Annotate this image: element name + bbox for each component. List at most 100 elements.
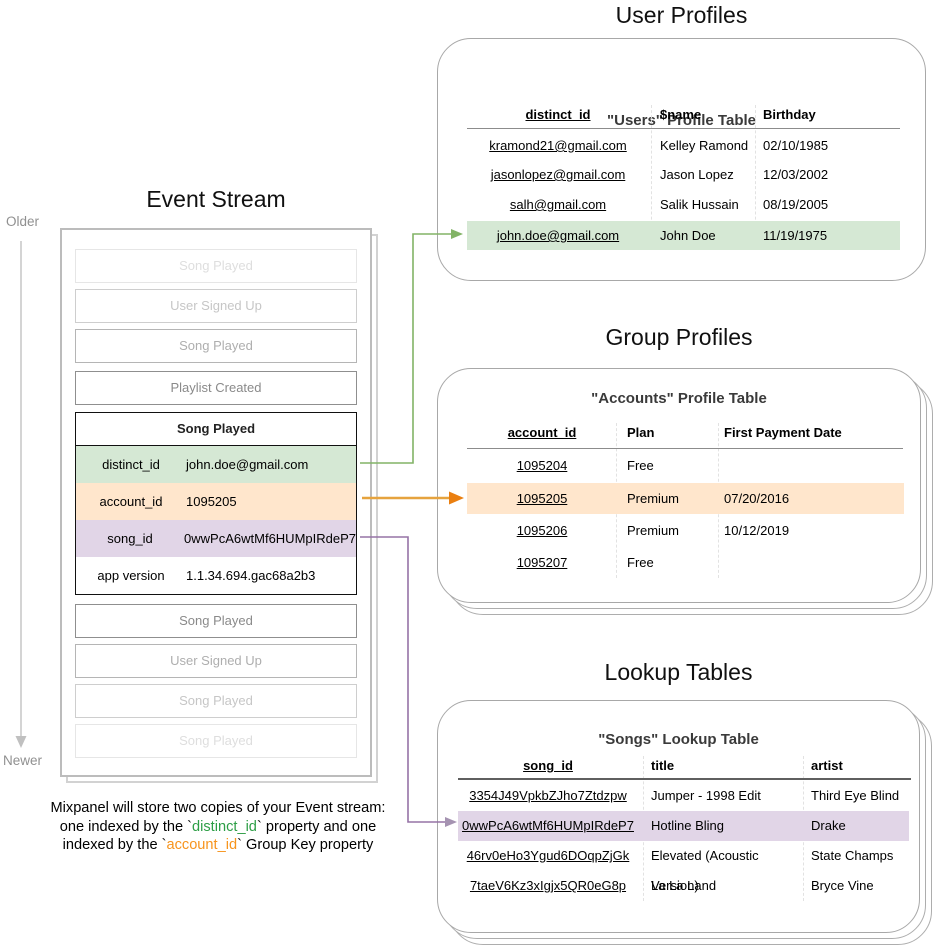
field-value: 0wwPcA6wtMf6HUMpIRdeP7 — [184, 531, 356, 546]
songs-col-song-id: song_id — [523, 758, 573, 773]
users-birthday-cell: 11/19/1975 — [763, 228, 828, 243]
accounts-date-cell: 07/20/2016 — [724, 491, 790, 506]
accounts-col-account-id: account_id — [507, 425, 577, 440]
users-col-birthday: Birthday — [763, 107, 816, 122]
accounts-date-cell: 10/12/2019 — [724, 523, 790, 538]
songs-col-artist: artist — [811, 758, 843, 773]
users-name-cell: Salik Hussain — [660, 197, 739, 212]
table-row: salh@gmail.com Salik Hussain 08/19/2005 — [438, 190, 925, 219]
songs-title-cell: Elevated (Acoustic Version) — [651, 848, 759, 893]
caption-account-id: account_id — [166, 837, 238, 854]
event-box: User Signed Up — [75, 644, 357, 678]
users-birthday-cell: 12/03/2002 — [763, 167, 829, 182]
users-name-cell: Kelley Ramond — [660, 138, 749, 153]
column-divider — [651, 105, 652, 250]
caption-line1: Mixpanel will store two copies of your E… — [50, 800, 386, 816]
older-label: Older — [6, 214, 40, 229]
header-underline — [458, 778, 911, 780]
event-box: Song Played — [75, 604, 357, 638]
event-stream-container: Song Played User Signed Up Song Played P… — [60, 228, 372, 777]
accounts-plan-cell: Free — [627, 458, 654, 473]
accounts-plan-cell: Premium — [627, 491, 680, 506]
users-name-cell: Jason Lopez — [660, 167, 734, 182]
songs-id-cell: 7taeV6Kz3xIgjx5QR0eG8p — [469, 878, 627, 893]
songs-id-cell: 3354J49VpkbZJho7Ztdzpw — [469, 788, 627, 803]
header-underline — [467, 128, 900, 129]
accounts-id-cell: 1095206 — [516, 523, 568, 538]
songs-id-cell: 0wwPcA6wtMf6HUMpIRdeP7 — [462, 818, 634, 833]
table-row: 1095206 Premium 10/12/2019 — [438, 515, 920, 547]
users-card-title: "Users" Profile Table — [607, 112, 756, 129]
field-value: 1.1.34.694.gac68a2b3 — [186, 568, 316, 583]
field-key: song_id — [107, 531, 153, 546]
table-row: 46rv0eHo3Ygud6DOqpZjGk Elevated (Acousti… — [438, 841, 919, 893]
field-key: distinct_id — [102, 457, 160, 472]
accounts-plan-cell: Free — [627, 555, 654, 570]
accounts-highlight-row — [467, 483, 904, 514]
table-row: 7taeV6Kz3xIgjx5QR0eG8p La La Land Bryce … — [438, 871, 919, 901]
users-distinct-id-cell: jasonlopez@gmail.com — [490, 167, 626, 182]
users-distinct-id-cell: john.doe@gmail.com — [496, 228, 620, 243]
event-stream-title: Event Stream — [146, 186, 286, 212]
table-row: 1095204 Free — [438, 450, 920, 482]
accounts-plan-cell: Premium — [627, 523, 680, 538]
users-highlight-row — [467, 221, 900, 250]
user-profiles-title: User Profiles — [615, 2, 748, 28]
caption-line2-pre: one indexed by the ` — [59, 818, 193, 835]
newer-label: Newer — [3, 753, 43, 768]
users-name-cell: John Doe — [660, 228, 716, 243]
event-box: Song Played — [75, 249, 357, 283]
table-row-highlighted: 0wwPcA6wtMf6HUMpIRdeP7 Hotline Bling Dra… — [438, 811, 919, 841]
table-row-highlighted: 1095205 Premium 07/20/2016 — [438, 483, 920, 514]
table-row: jasonlopez@gmail.com Jason Lopez 12/03/2… — [438, 160, 925, 189]
caption-distinct-id: distinct_id — [192, 818, 257, 835]
event-box: User Signed Up — [75, 289, 357, 323]
column-divider — [755, 105, 756, 250]
header-underline — [467, 448, 903, 449]
accounts-col-first-payment: First Payment Date — [724, 425, 842, 440]
caption-line3-pre: indexed by the ` — [62, 837, 167, 854]
event-field-app-version: app version 1.1.34.694.gac68a2b3 — [76, 557, 356, 594]
event-field-account-id: account_id 1095205 — [76, 483, 356, 520]
table-row-highlighted: john.doe@gmail.com John Doe 11/19/1975 — [438, 221, 925, 250]
songs-artist-cell: Bryce Vine — [811, 878, 874, 893]
users-distinct-id-cell: salh@gmail.com — [509, 197, 607, 212]
songs-lookup-card: "Songs" Lookup Table song_id title artis… — [437, 700, 920, 933]
songs-artist-cell: Third Eye Blind — [811, 788, 900, 803]
stream-caption: Mixpanel will store two copies of your E… — [25, 799, 411, 855]
table-row: 1095207 Free — [438, 547, 920, 579]
table-row: 3354J49VpkbZJho7Ztdzpw Jumper - 1998 Edi… — [438, 781, 919, 811]
users-birthday-cell: 08/19/2005 — [763, 197, 829, 212]
caption-line3-post: ` Group Key property — [237, 837, 374, 854]
songs-id-cell: 46rv0eHo3Ygud6DOqpZjGk — [466, 848, 630, 863]
event-box: Playlist Created — [75, 371, 357, 405]
group-profiles-title: Group Profiles — [605, 324, 753, 350]
field-value: 1095205 — [186, 494, 237, 509]
accounts-card-title: "Accounts" Profile Table — [591, 390, 767, 407]
field-key: app version — [97, 568, 165, 583]
songs-highlight-row — [458, 811, 909, 841]
users-col-name: $name — [660, 107, 702, 122]
accounts-header-row: account_id Plan First Payment Date — [438, 423, 920, 443]
users-profile-card: "Users" Profile Table distinct_id $name … — [437, 38, 926, 281]
songs-col-title: title — [651, 758, 675, 773]
accounts-profile-card: "Accounts" Profile Table account_id Plan… — [437, 368, 921, 603]
songs-header-row: song_id title artist — [438, 756, 919, 776]
timeline-arrow-icon — [15, 736, 27, 748]
expanded-event-card: Song Played distinct_id john.doe@gmail.c… — [75, 412, 357, 595]
accounts-id-cell: 1095204 — [516, 458, 568, 473]
event-field-song-id: song_id 0wwPcA6wtMf6HUMpIRdeP7 — [76, 520, 356, 557]
event-box: Song Played — [75, 329, 357, 363]
field-value: john.doe@gmail.com — [186, 457, 309, 472]
accounts-id-cell: 1095205 — [516, 491, 568, 506]
accounts-id-cell: 1095207 — [516, 555, 568, 570]
table-row: kramond21@gmail.com Kelley Ramond 02/10/… — [438, 131, 925, 160]
users-birthday-cell: 02/10/1985 — [763, 138, 829, 153]
lookup-tables-title: Lookup Tables — [604, 659, 753, 685]
songs-artist-cell: State Champs — [811, 848, 894, 863]
field-key: account_id — [99, 494, 163, 509]
accounts-col-plan: Plan — [627, 425, 655, 440]
expanded-event-title: Song Played — [76, 413, 356, 446]
songs-artist-cell: Drake — [811, 818, 846, 833]
